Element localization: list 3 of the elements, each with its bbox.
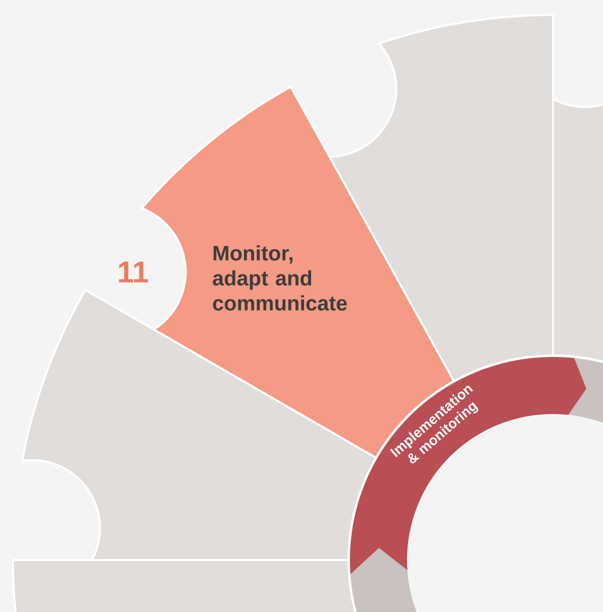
petal-segment	[12, 559, 356, 612]
petal-segment	[552, 98, 603, 363]
petal-segment	[21, 289, 377, 561]
